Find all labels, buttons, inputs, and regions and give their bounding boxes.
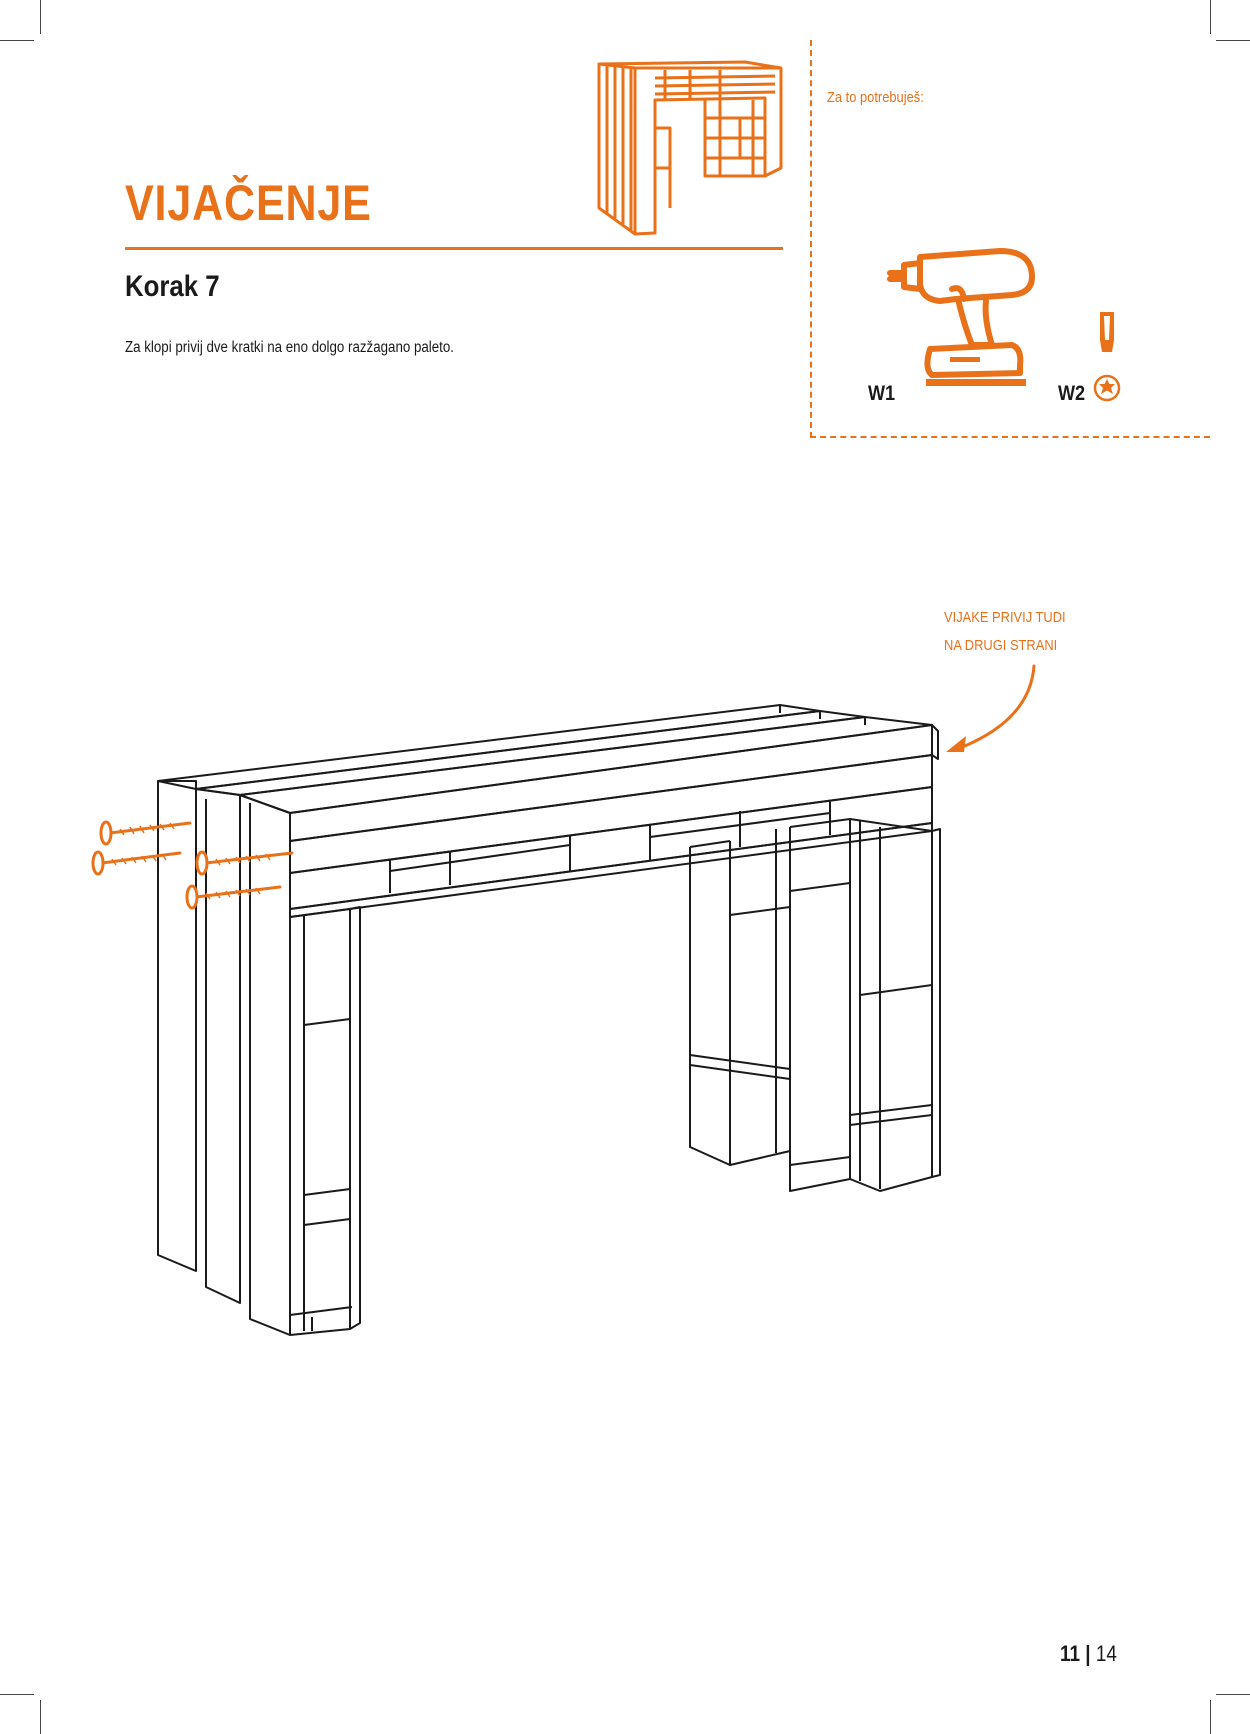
crop-mark (1216, 1694, 1250, 1695)
page-current: 11 (1060, 1641, 1081, 1666)
annotation-line-2: NA DRUGI STRANI (944, 637, 1058, 654)
screws-icon (91, 820, 294, 910)
title-underline (125, 247, 783, 250)
tool-w2-label: W2 (1058, 382, 1086, 405)
crop-mark (1216, 40, 1250, 41)
curved-arrow-icon (946, 664, 1036, 752)
annotation-note: VIJAKE PRIVIJ TUDI NA DRUGI STRANI (944, 604, 1066, 660)
torx-bit-icon (1093, 312, 1121, 402)
crop-mark (40, 1700, 41, 1734)
crop-mark (0, 40, 34, 41)
bench-assembly-drawing (157, 704, 941, 1336)
crop-mark (1210, 0, 1211, 34)
tool-w1-label: W1 (868, 382, 896, 405)
crop-mark (0, 1694, 34, 1695)
page-total: 14 (1095, 1641, 1117, 1666)
annotation-line-1: VIJAKE PRIVIJ TUDI (944, 609, 1066, 626)
bench-thumbnail-icon (597, 60, 783, 236)
step-description: Za klopi privij dve kratki na eno dolgo … (125, 339, 455, 356)
tools-panel (810, 40, 1210, 438)
page-number: 11 | 14 (1060, 1643, 1117, 1665)
tools-heading: Za to potrebuješ: (827, 89, 924, 106)
cordless-drill-icon (887, 248, 1035, 386)
page-separator: | (1085, 1641, 1091, 1666)
step-heading: Korak 7 (125, 270, 220, 303)
crop-mark (40, 0, 41, 34)
page-title: VIJAČENJE (125, 175, 372, 231)
crop-mark (1210, 1700, 1211, 1734)
